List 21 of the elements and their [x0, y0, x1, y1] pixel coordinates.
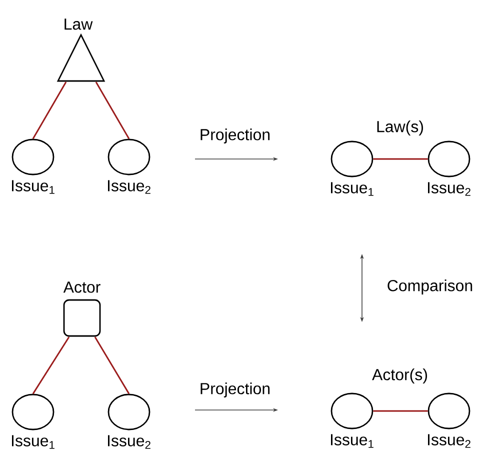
node-label: Issue$_{1}$	[12, 180, 54, 194]
arrow-label: Comparison	[388, 280, 472, 294]
edge-line	[95, 82, 130, 140]
node-label: Issue$_{2}$	[108, 435, 150, 449]
edge-line	[94, 336, 130, 394]
edge-line	[373, 158, 428, 160]
node-label: Issue$_{1}$	[331, 434, 374, 448]
node-label: Actor	[63, 282, 100, 293]
edge-line	[32, 336, 70, 394]
edge-label: Actor(s)	[372, 368, 427, 384]
node-label: Issue$_{1}$	[12, 435, 54, 449]
node-label: Issue$_{2}$	[428, 182, 470, 196]
node-label: Issue$_{2}$	[108, 180, 150, 194]
edge-line	[32, 82, 67, 140]
arrow-label: Projection	[200, 128, 270, 144]
edge-label: Law(s)	[377, 120, 423, 136]
node-label: Law	[64, 18, 93, 30]
node-label: Issue$_{1}$	[331, 182, 374, 196]
node-label: Issue$_{2}$	[428, 434, 470, 448]
arrow-label: Projection	[200, 382, 270, 398]
edge-line	[373, 410, 428, 412]
